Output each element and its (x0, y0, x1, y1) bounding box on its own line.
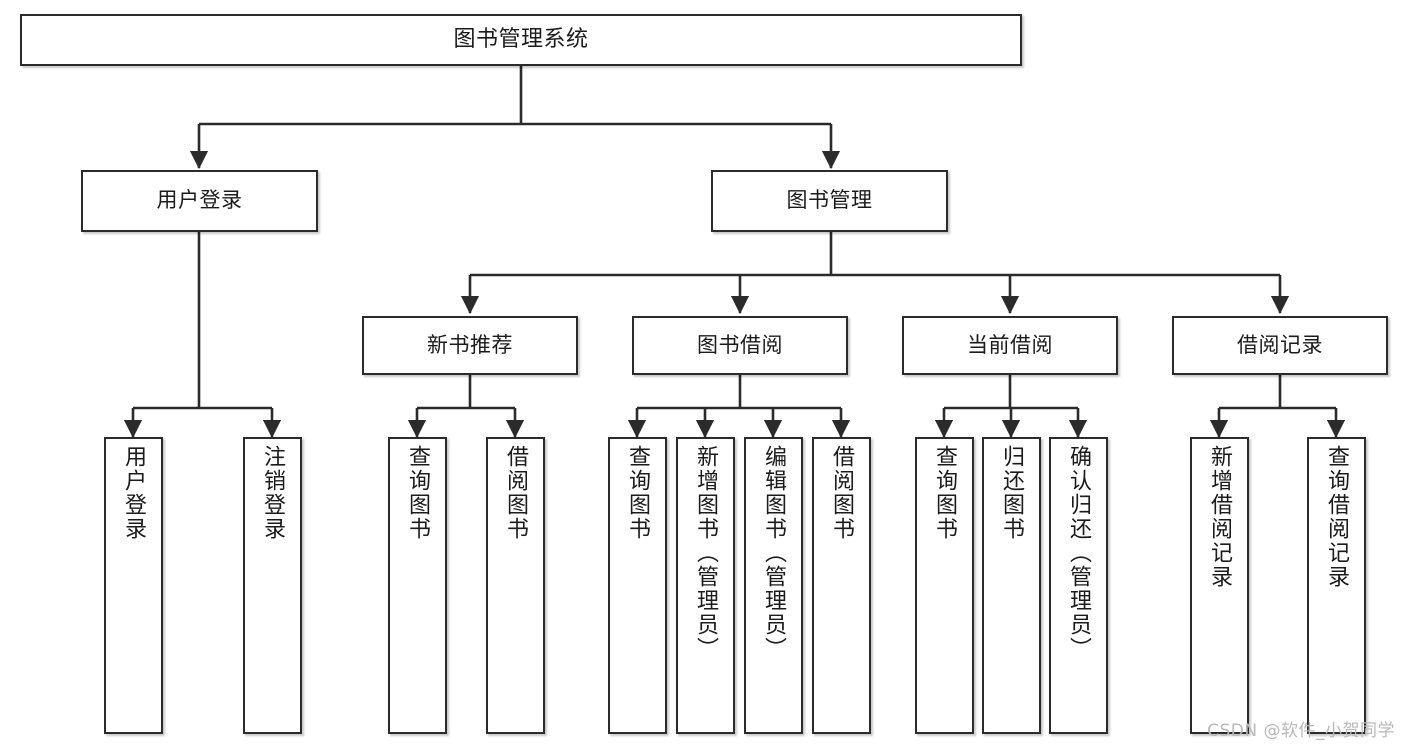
node-label: 注销登录 (260, 445, 286, 541)
node-new-book-recommendation[interactable]: 新书推荐 (362, 316, 578, 375)
leaf-return-books[interactable]: 归还图书 (982, 437, 1041, 734)
node-label: 用户登录 (156, 188, 243, 213)
leaf-borrow-books-recommend[interactable]: 借阅图书 (486, 437, 545, 734)
leaf-query-books-current[interactable]: 查询图书 (915, 437, 974, 734)
node-label: 借阅图书 (829, 445, 855, 541)
node-label: 借阅记录 (1237, 332, 1323, 357)
node-label: 图书管理系统 (453, 26, 589, 52)
node-label: 确认归还（管理员） (1066, 445, 1092, 661)
node-label: 用户登录 (121, 445, 147, 541)
node-book-management[interactable]: 图书管理 (711, 170, 948, 232)
leaf-add-book-admin[interactable]: 新增图书（管理员） (676, 437, 735, 734)
node-current-borrowing[interactable]: 当前借阅 (902, 316, 1118, 375)
node-root-book-management-system[interactable]: 图书管理系统 (20, 14, 1022, 66)
leaf-add-borrow-record[interactable]: 新增借阅记录 (1190, 437, 1249, 734)
node-label: 借阅图书 (503, 445, 529, 541)
node-label: 新增图书（管理员） (693, 445, 719, 661)
node-label: 图书管理 (786, 188, 873, 213)
node-label: 当前借阅 (967, 332, 1053, 357)
leaf-query-books-recommend[interactable]: 查询图书 (388, 437, 447, 734)
leaf-query-books-borrow[interactable]: 查询图书 (608, 437, 667, 734)
leaf-user-login[interactable]: 用户登录 (104, 437, 163, 734)
node-borrowing-record[interactable]: 借阅记录 (1172, 316, 1388, 375)
leaf-edit-book-admin[interactable]: 编辑图书（管理员） (744, 437, 803, 734)
node-label: 归还图书 (999, 445, 1025, 541)
node-label: 新增借阅记录 (1207, 445, 1233, 589)
leaf-logout[interactable]: 注销登录 (243, 437, 302, 734)
leaf-borrow-books[interactable]: 借阅图书 (812, 437, 871, 734)
node-label: 图书借阅 (697, 332, 783, 357)
leaf-confirm-return-admin[interactable]: 确认归还（管理员） (1049, 437, 1108, 734)
node-user-login[interactable]: 用户登录 (81, 170, 318, 232)
watermark: CSDN @软件_小贺同学 (1207, 721, 1395, 741)
node-label: 查询图书 (932, 445, 958, 541)
node-label: 编辑图书（管理员） (761, 445, 787, 661)
leaf-query-borrow-record[interactable]: 查询借阅记录 (1307, 437, 1366, 734)
node-label: 查询图书 (625, 445, 651, 541)
node-label: 查询借阅记录 (1324, 445, 1350, 589)
node-label: 新书推荐 (427, 332, 513, 357)
node-label: 查询图书 (405, 445, 431, 541)
node-book-borrowing[interactable]: 图书借阅 (632, 316, 848, 375)
